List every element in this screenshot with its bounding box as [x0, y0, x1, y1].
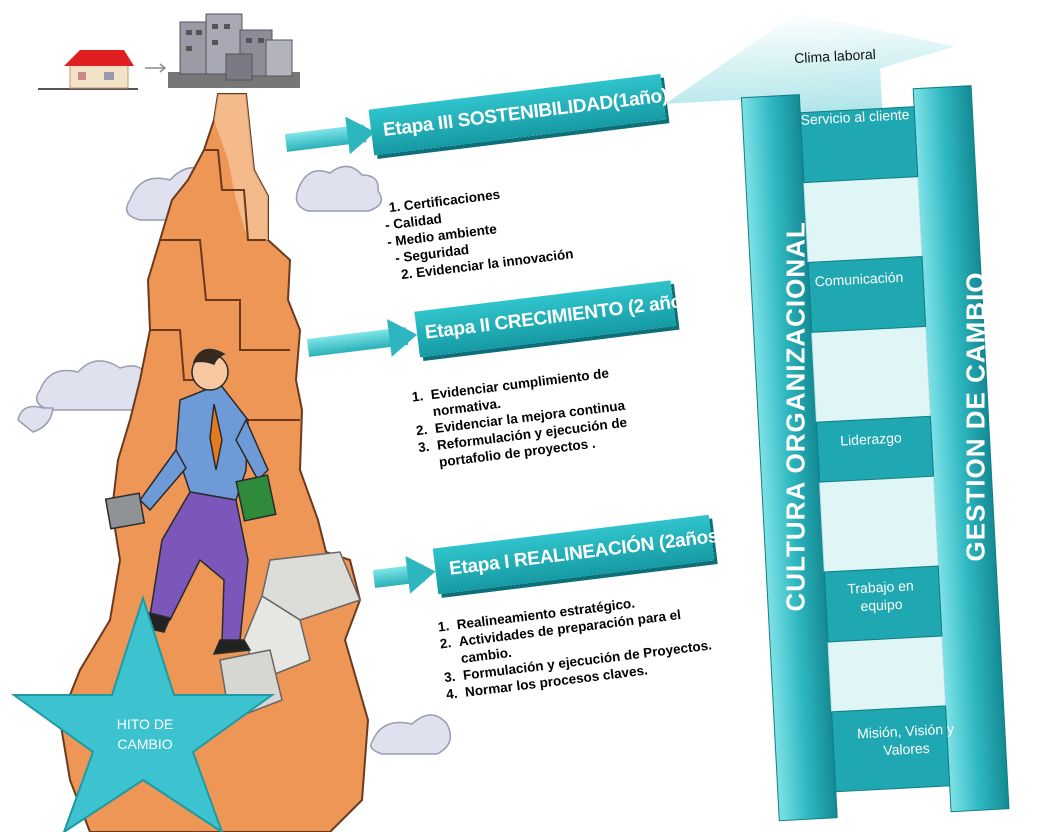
ladder-rung	[823, 565, 943, 643]
left-rail-label: CULTURA ORGANIZACIONAL	[780, 221, 811, 612]
rung-label-mission: Misión, Visión y Valores	[856, 720, 955, 759]
ladder-rung	[831, 705, 951, 793]
city-buildings-icon	[168, 13, 300, 88]
climate-arrow-shape	[665, 12, 956, 126]
rung-label-teamwork: Trabajo en equipo	[846, 577, 915, 615]
climbing-person-figure	[104, 348, 277, 655]
house-icon	[38, 50, 138, 90]
ladder-rung	[815, 415, 934, 483]
ladder-rung	[807, 255, 927, 333]
milestone-star-label: HITO DE CAMBIO	[116, 716, 174, 752]
milestone-star-shape	[10, 594, 276, 832]
right-rail-label: GESTION DE CAMBIO	[960, 271, 991, 562]
ladder-rung	[799, 106, 919, 184]
arrow-right-icon	[145, 63, 167, 73]
